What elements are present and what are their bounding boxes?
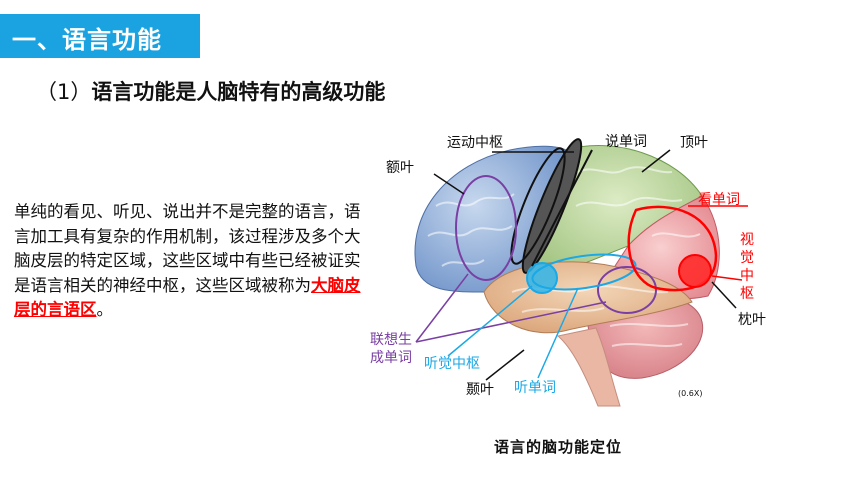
label-visual-1: 视 [740,232,754,248]
body-end: 。 [96,300,114,319]
label-frontal: 额叶 [386,160,414,176]
label-visual-3: 中 [740,268,754,284]
label-see-word: 看单词 [698,192,740,208]
label-association-2: 成单词 [370,350,412,366]
label-visual-2: 觉 [740,250,754,266]
label-temporal: 颞叶 [466,382,494,398]
body-paragraph: 单纯的看见、听见、说出并不是完整的语言，语言加工具有复杂的作用机制，该过程涉及多… [14,200,364,323]
hear-word-region [531,253,637,291]
label-auditory-center: 听觉中枢 [424,356,480,372]
auditory-center-region [526,262,558,294]
brain-figure: 运动中枢 说单词 顶叶 额叶 看单词 视 觉 中 枢 枕叶 联想生 成单词 听觉… [352,116,772,416]
label-visual-4: 枢 [740,286,754,302]
association-region [455,175,517,281]
speak-word-region [510,147,566,265]
label-scale: (0.6X) [678,389,702,398]
wernicke-region [597,266,657,314]
brainstem-shape [556,327,621,407]
section-banner: 一、语言功能 [0,14,200,58]
figure-caption: 语言的脑功能定位 [494,438,623,456]
label-occipital: 枕叶 [738,312,766,328]
visual-center-region [678,254,712,288]
subtitle: （1）语言功能是人脑特有的高级功能 [36,76,385,106]
subtitle-number: （1） [36,80,92,104]
body-text: 单纯的看见、听见、说出并不是完整的语言，语言加工具有复杂的作用机制，该过程涉及多… [14,202,361,295]
label-speak-word: 说单词 [605,134,647,150]
subtitle-text: 语言功能是人脑特有的高级功能 [91,80,386,104]
label-association-1: 联想生 [370,332,412,348]
body-emphasis: 大脑皮层的言语区 [14,275,361,320]
label-parietal: 顶叶 [680,135,708,151]
section-title: 一、语言功能 [12,26,162,54]
label-motor-center: 运动中枢 [447,135,503,151]
leader-lines [415,149,748,381]
label-hear-word: 听单词 [514,380,556,396]
